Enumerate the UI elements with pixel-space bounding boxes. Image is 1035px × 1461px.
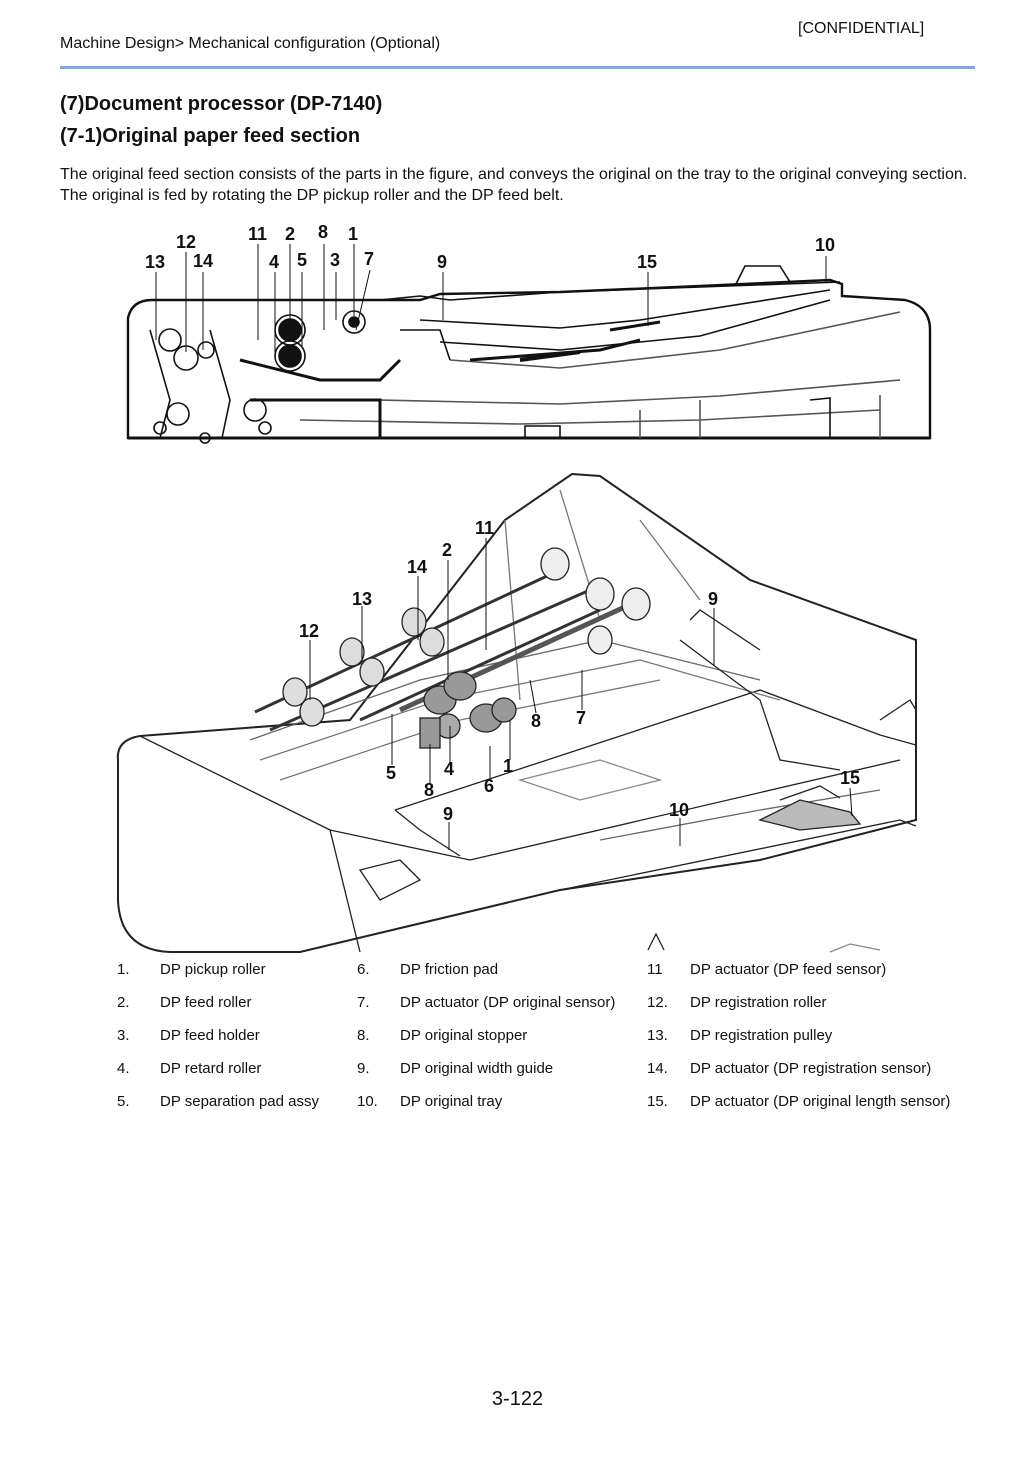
part-number: 15. bbox=[647, 1093, 668, 1110]
part-name: DP original width guide bbox=[400, 1060, 554, 1077]
part-number: 14. bbox=[647, 1060, 668, 1077]
rollers bbox=[282, 547, 651, 749]
subsection-title: (7-1)Original paper feed section bbox=[60, 125, 361, 147]
perspective-drawing bbox=[116, 472, 917, 953]
top-callout: 13 bbox=[145, 252, 165, 272]
top-callout: 5 bbox=[297, 250, 307, 270]
part-name: DP actuator (DP feed sensor) bbox=[690, 961, 887, 978]
bottom-callout: 10 bbox=[669, 800, 689, 820]
bottom-callout: 8 bbox=[424, 780, 434, 800]
bottom-callout: 8 bbox=[531, 711, 541, 731]
top-callouts: 13 12 14 11 2 4 5 8 3 1 7 9 15 10 bbox=[145, 222, 835, 272]
bottom-callout: 12 bbox=[299, 621, 319, 641]
top-callout: 11 bbox=[248, 224, 267, 244]
top-callout: 1 bbox=[348, 224, 358, 244]
part-name: DP original stopper bbox=[400, 1027, 528, 1044]
part-name: DP registration pulley bbox=[690, 1027, 833, 1044]
part-name: DP actuator (DP registration sensor) bbox=[690, 1060, 932, 1077]
part-number: 13. bbox=[647, 1027, 668, 1044]
top-callout: 8 bbox=[318, 222, 328, 242]
bottom-callout: 14 bbox=[407, 557, 427, 577]
part-name: DP separation pad assy bbox=[160, 1093, 319, 1110]
page-number: 3-122 bbox=[491, 1388, 544, 1410]
top-callout: 3 bbox=[330, 250, 340, 270]
top-leader-lines bbox=[155, 244, 827, 356]
part-number: 11 bbox=[647, 961, 663, 978]
part-name: DP actuator (DP original length sensor) bbox=[690, 1093, 951, 1110]
part-number: 4. bbox=[117, 1060, 130, 1077]
part-name: DP registration roller bbox=[690, 994, 827, 1011]
top-callout: 10 bbox=[815, 235, 835, 255]
section-title: (7)Document processor (DP-7140) bbox=[60, 93, 383, 115]
part-number: 5. bbox=[117, 1093, 130, 1110]
confidential-label: [CONFIDENTIAL] bbox=[798, 20, 925, 37]
bottom-callout: 13 bbox=[352, 589, 372, 609]
part-number: 9. bbox=[357, 1060, 370, 1077]
bottom-callout: 15 bbox=[840, 768, 860, 788]
top-callout: 2 bbox=[285, 224, 295, 244]
intro-paragraph: The original feed section consists of th… bbox=[60, 166, 968, 204]
part-number: 1. bbox=[117, 961, 130, 978]
mechanism-figures: 13 12 14 11 2 4 5 8 3 1 7 9 15 10 bbox=[116, 222, 932, 953]
part-name: DP friction pad bbox=[400, 961, 499, 978]
top-callout: 9 bbox=[437, 252, 447, 272]
breadcrumb: Machine Design> Mechanical configuration… bbox=[60, 35, 441, 52]
bottom-callouts: 11 2 14 13 12 9 8 7 5 4 1 8 6 9 15 10 bbox=[299, 518, 860, 824]
part-number: 10. bbox=[357, 1093, 378, 1110]
top-callout: 12 bbox=[176, 232, 196, 252]
part-name: DP retard roller bbox=[160, 1060, 262, 1077]
bottom-leader-lines bbox=[309, 538, 853, 850]
part-name: DP feed roller bbox=[160, 994, 252, 1011]
top-callout: 7 bbox=[364, 249, 374, 269]
cross-section-drawing bbox=[126, 265, 932, 444]
header-divider bbox=[60, 66, 975, 69]
part-number: 7. bbox=[357, 994, 370, 1011]
part-number: 6. bbox=[357, 961, 370, 978]
part-number: 12. bbox=[647, 994, 668, 1011]
part-name: DP original tray bbox=[400, 1093, 503, 1110]
bottom-callout: 2 bbox=[442, 540, 452, 560]
bottom-callout: 4 bbox=[444, 759, 454, 779]
top-callout: 14 bbox=[193, 251, 213, 271]
bottom-callout: 7 bbox=[576, 708, 586, 728]
part-number: 8. bbox=[357, 1027, 370, 1044]
bottom-callout: 9 bbox=[708, 589, 718, 609]
bottom-callout: 9 bbox=[443, 804, 453, 824]
part-number: 2. bbox=[117, 994, 130, 1011]
bottom-callout: 11 bbox=[475, 518, 494, 538]
top-callout: 15 bbox=[637, 252, 657, 272]
bottom-callout: 1 bbox=[503, 756, 513, 776]
bottom-callout: 6 bbox=[484, 776, 494, 796]
part-name: DP actuator (DP original sensor) bbox=[400, 994, 616, 1011]
part-number: 3. bbox=[117, 1027, 130, 1044]
top-callout: 4 bbox=[269, 252, 279, 272]
part-name: DP pickup roller bbox=[160, 961, 266, 978]
part-name: DP feed holder bbox=[160, 1027, 260, 1044]
bottom-callout: 5 bbox=[386, 763, 396, 783]
